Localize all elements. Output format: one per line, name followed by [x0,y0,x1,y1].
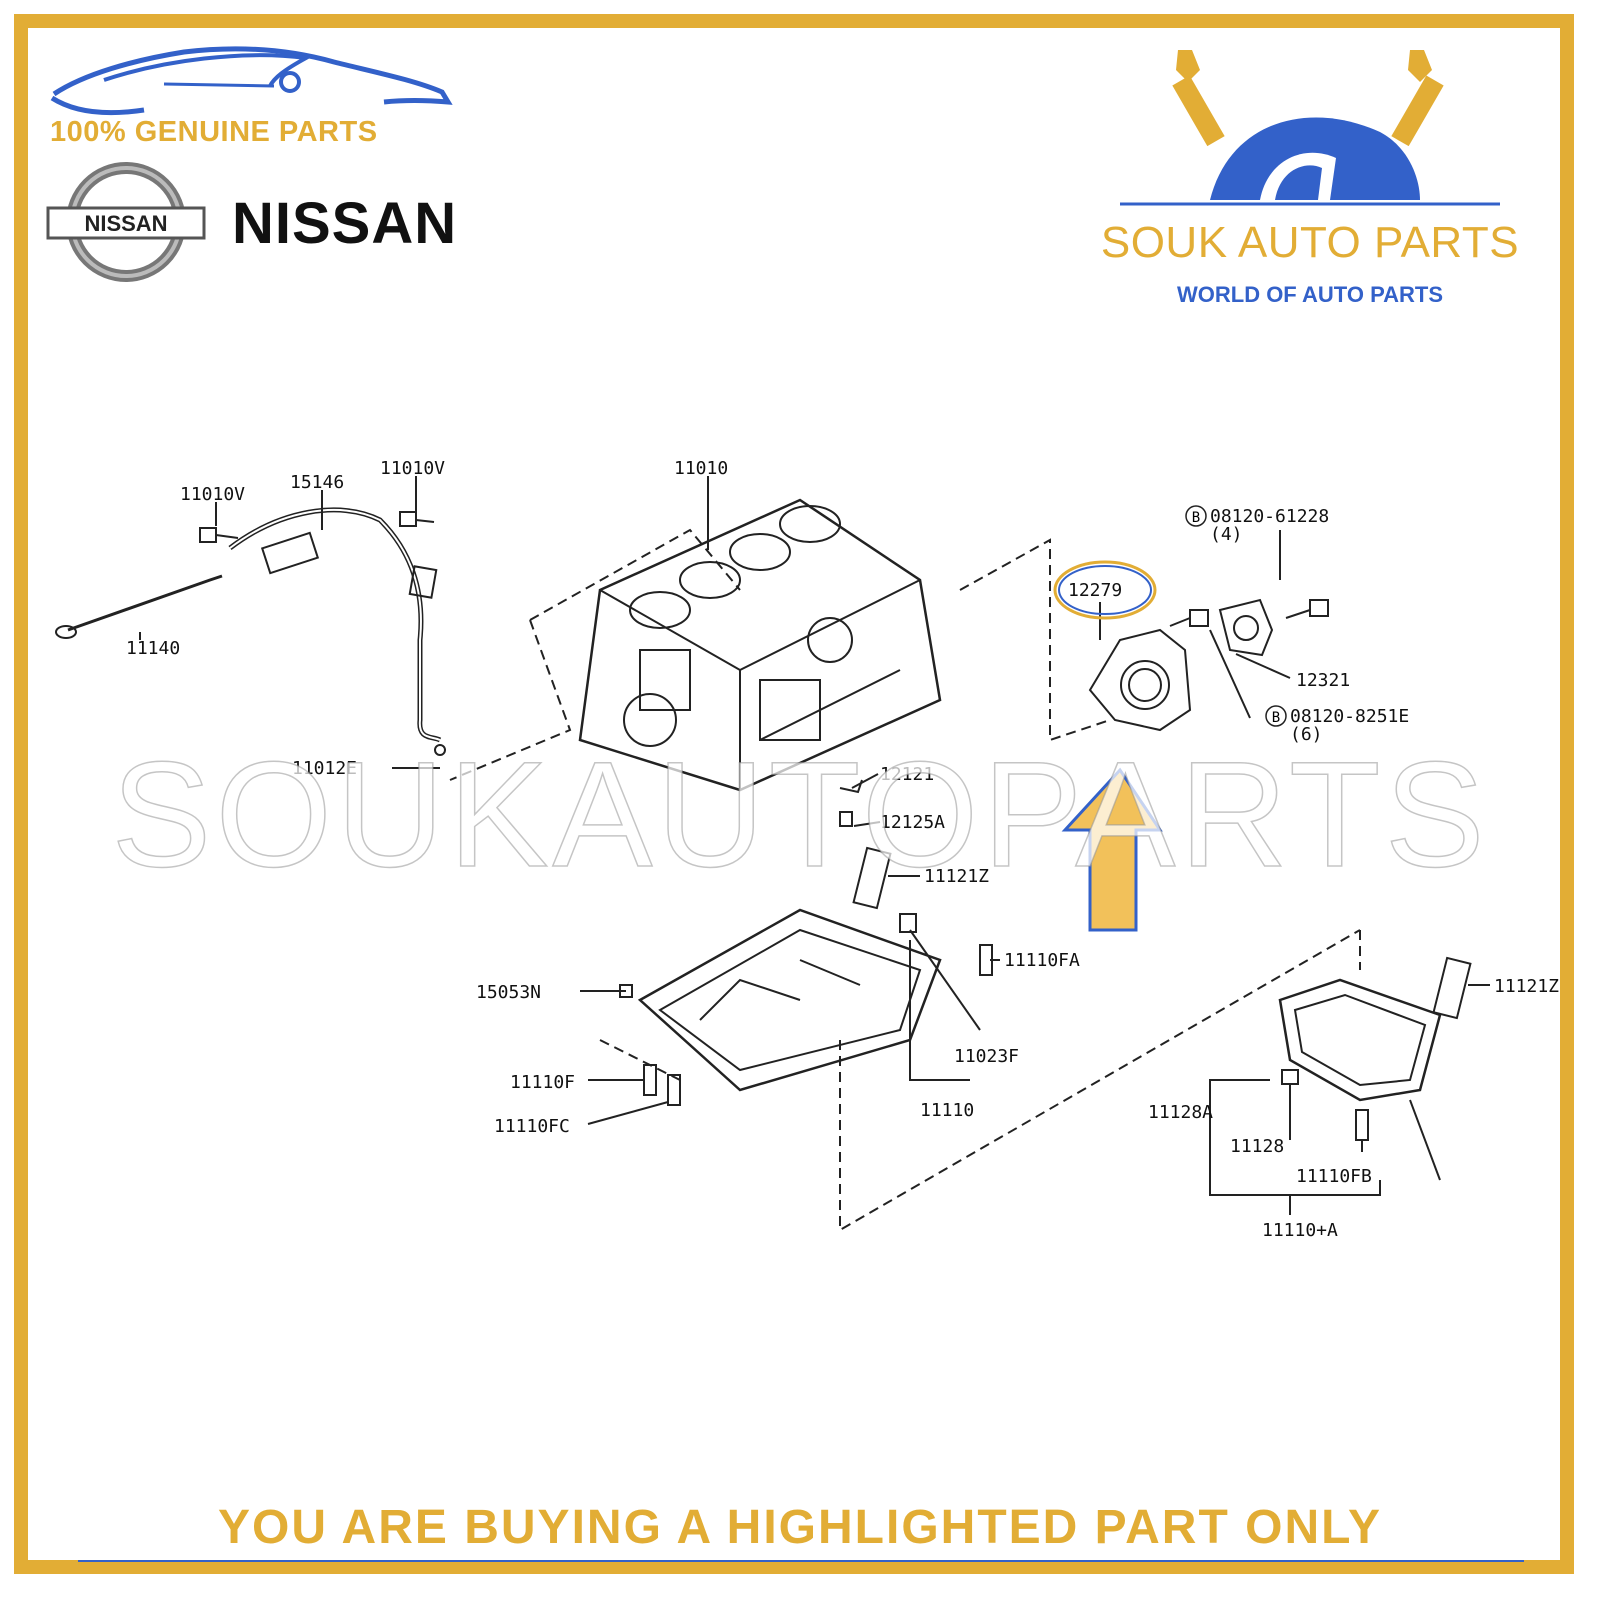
label-12321: 12321 [1296,670,1350,691]
label-11140: 11140 [126,638,180,659]
strainer-11121z [852,846,892,910]
brand-left: 100% GENUINE PARTS NISSAN NISSAN [44,40,484,282]
highlight-ring [1053,560,1157,620]
bolt-11110fb [1355,1109,1369,1141]
dipstick-tube [228,507,442,743]
label-12121: 12121 [880,764,934,785]
label-11121z-b: 11121Z [1494,976,1559,997]
label-15146: 15146 [290,472,344,493]
drain-plug-11128 [1281,1069,1299,1085]
label-11110f: 11110F [510,1072,575,1093]
highlight-arrow-icon [1061,767,1163,932]
rear-oil-seal-retainer-12279 [1088,628,1192,732]
bolt-12125a [839,811,853,827]
nissan-badge-text: NISSAN [84,211,167,236]
dipstick [67,574,223,632]
bolt-11010v-b [399,511,435,527]
footer-divider [78,1560,1524,1562]
nissan-logo-badge: NISSAN [46,162,206,282]
label-11010: 11010 [674,458,728,479]
bolt-11110fc [667,1074,681,1106]
oring-11012e [434,744,446,756]
tube-bracket [260,531,320,575]
gasket-12321 [1218,598,1274,657]
label-12125a: 12125A [880,812,945,833]
label-11023f: 11023F [954,1046,1019,1067]
bolt-marker-label: B [1272,710,1280,726]
label-11110a: 11110+A [1262,1220,1338,1241]
page-frame [14,14,1574,1574]
oil-pan-11110a [1278,978,1442,1102]
genuine-parts-label: 100% GENUINE PARTS [50,116,378,148]
car-silhouette-icon [50,46,453,116]
bolt-11010v-a [199,527,239,543]
label-11010v-a: 11010V [180,484,245,505]
label-11121z-a: 11121Z [924,866,989,887]
store-name: SOUK AUTO PARTS [1100,218,1520,267]
label-15053n: 15053N [476,982,541,1003]
sensor-11023f [899,913,917,933]
label-11110fb: 11110FB [1296,1166,1372,1187]
label-11010v-b: 11010V [380,458,445,479]
bolt-08120-61228 [1285,599,1329,619]
brand-right: SOUK AUTO PARTS WORLD OF AUTO PARTS [1060,40,1560,330]
label-12279: 12279 [1068,580,1122,601]
bolt-marker-label: B [1192,510,1200,526]
cylinder-block-11010 [578,498,942,792]
bolt-marker-8251e: B [1265,705,1287,727]
label-11012e: 11012E [292,758,357,779]
label-11110fc: 11110FC [494,1116,570,1137]
bolt-11110f [643,1064,657,1096]
store-tagline: WORLD OF AUTO PARTS [1176,282,1444,307]
label-11110: 11110 [920,1100,974,1121]
brand-name: NISSAN [232,191,458,256]
strainer-11121z-b [1432,956,1472,1020]
label-08120-61228: 08120-61228 [1210,506,1329,527]
label-11128a: 11128A [1148,1102,1213,1123]
souk-logo-icon [1120,50,1500,206]
label-08120-8251e: 08120-8251E [1290,706,1409,727]
label-08120-61228-qty: (4) [1210,524,1243,545]
bolt-08120-8251e [1169,609,1209,627]
label-11110fa: 11110FA [1004,950,1080,971]
watermark-text: SOUKAUTOPARTS [111,729,1489,899]
parts-diagram: 11010V 15146 11010V 11010 08120-61228 (4… [55,458,1559,1241]
footer-notice: YOU ARE BUYING A HIGHLIGHTED PART ONLY [217,1501,1383,1554]
label-11128: 11128 [1230,1136,1284,1157]
bolt-marker-61228: B [1185,505,1207,527]
label-08120-8251e-qty: (6) [1290,724,1323,745]
oil-pan-11110 [637,908,942,1092]
